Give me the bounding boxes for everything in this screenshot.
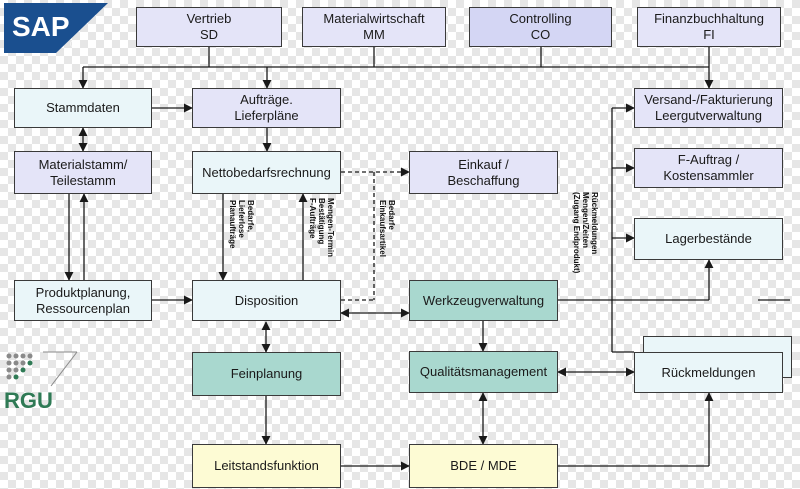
box-stammdaten: Stammdaten [14,88,152,128]
box-versand-fakturierung: Versand-/Fakturierung Leergutverwaltung [634,88,783,128]
sap-logo: SAP ® [4,3,108,53]
box-disposition: Disposition [192,280,341,321]
box-vertrieb-sd: Vertrieb SD [136,7,282,47]
box-produktplanung: Produktplanung, Ressourcenplan [14,280,152,321]
box-auftraege-lieferplaene: Aufträge. Lieferpläne [192,88,341,128]
box-bde-mde: BDE / MDE [409,444,558,488]
box-finanzbuchhaltung-fi: Finanzbuchhaltung FI [637,7,781,47]
box-feinplanung: Feinplanung [192,352,341,396]
svg-text:®: ® [70,39,77,49]
label-bedarfe-lieferlose: Bedarfe, Lieferlose Planaufträge [228,200,255,249]
box-materialstamm: Materialstamm/ Teilestamm [14,151,152,194]
box-qualitaetsmanagement: Qualitätsmanagement [409,351,558,393]
box-nettobedarfsrechnung: Nettobedarfsrechnung [192,151,341,194]
label-bedarfe-einkaufsartikel: Bedarfe Einkaufsartikel [378,200,396,257]
box-lagerbestaende: Lagerbestände [634,218,783,260]
box-controlling-co: Controlling CO [469,7,612,47]
box-werkzeugverwaltung: Werkzeugverwaltung [409,280,558,321]
box-rueckmeldungen: Rückmeldungen [634,352,783,393]
label-mengen-termin: Mengen-Termin Bestätigung F-Aufträge [308,198,335,257]
box-einkauf-beschaffung: Einkauf / Beschaffung [409,151,558,194]
rgu-logo-text: RGU [4,388,53,413]
sap-logo-text: SAP [12,11,70,42]
rgu-logo [3,350,79,420]
box-f-auftrag-kostensammler: F-Auftrag / Kostensammler [634,148,783,188]
label-rueckmeldungen-mengen: Rückmeldungen Mengen/Zeiten (Zugang Endp… [572,192,599,274]
box-materialwirtschaft-mm: Materialwirtschaft MM [302,7,446,47]
box-leitstandsfunktion: Leitstandsfunktion [192,444,341,488]
